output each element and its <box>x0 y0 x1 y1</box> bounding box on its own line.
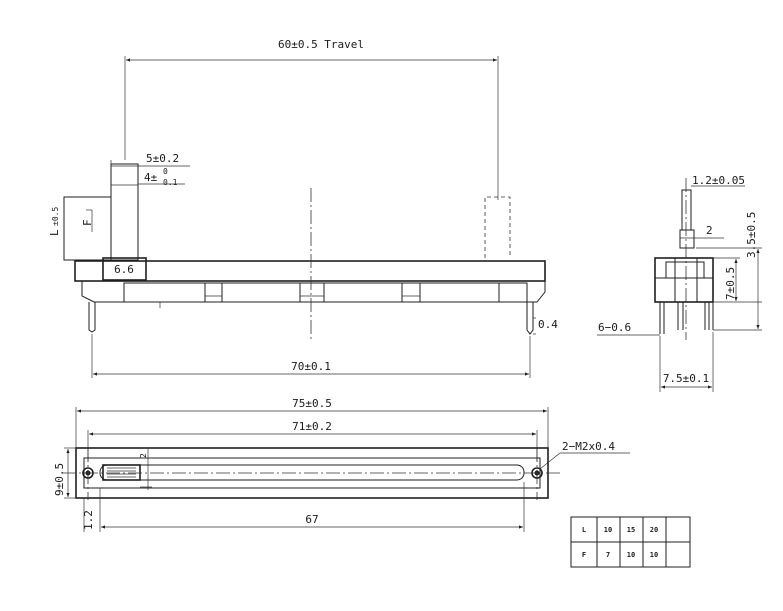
table-cell: F <box>582 551 586 559</box>
table-cell: 10 <box>627 551 635 559</box>
table-cell: 20 <box>650 526 658 534</box>
lever-tip-sup: 0 <box>163 167 168 176</box>
table-cell: 10 <box>650 551 658 559</box>
F-label: F <box>81 219 94 226</box>
shaft-step-label: 2 <box>706 224 713 237</box>
L-tolerance: ±0.5 <box>51 207 60 226</box>
pin-diameter-label: 6−0.6 <box>598 321 631 334</box>
L-label: L <box>48 229 61 236</box>
lever-tip-label: 4± <box>144 171 158 184</box>
slot-length-label: 67 <box>305 513 318 526</box>
tab-thickness-label: 0.4 <box>538 318 558 331</box>
lever-tip-sub: 0.1 <box>163 178 178 187</box>
mount-holes-label: 2−M2x0.4 <box>562 440 615 453</box>
dimension-table: L 10 15 20 F 7 10 10 <box>570 516 691 568</box>
slot-width-label: 2 <box>139 453 148 458</box>
shaft-width-label: 1.2±0.05 <box>692 174 745 187</box>
table-cell: 7 <box>606 551 610 559</box>
height-b-label: 7±0.5 <box>724 267 737 300</box>
base-width-label: 7.5±0.1 <box>663 372 709 385</box>
front-view: 60±0.5 Travel F L ±0.5 5±0.2 4± 0 0.1 6.… <box>48 38 558 378</box>
edge-offset-label: 1.2 <box>82 510 95 530</box>
width-label: 9±0.5 <box>53 463 66 496</box>
pin-span-label: 70±0.1 <box>291 360 331 373</box>
table-cell: 10 <box>604 526 612 534</box>
height-a-label: 3.5±0.5 <box>745 212 758 258</box>
travel-label: 60±0.5 Travel <box>278 38 364 51</box>
overall-length-label: 75±0.5 <box>292 397 332 410</box>
side-view: 1.2±0.05 2 7±0.5 3.5±0.5 6−0.6 <box>597 174 762 392</box>
knob-base-label: 6.6 <box>114 263 134 276</box>
lever-width-label: 5±0.2 <box>146 152 179 165</box>
hole-pitch-label: 71±0.2 <box>292 420 332 433</box>
table-cell: 15 <box>627 526 635 534</box>
top-view: 75±0.5 71±0.2 2−M2x0.4 2 <box>53 397 630 532</box>
table-cell: L <box>582 526 586 534</box>
